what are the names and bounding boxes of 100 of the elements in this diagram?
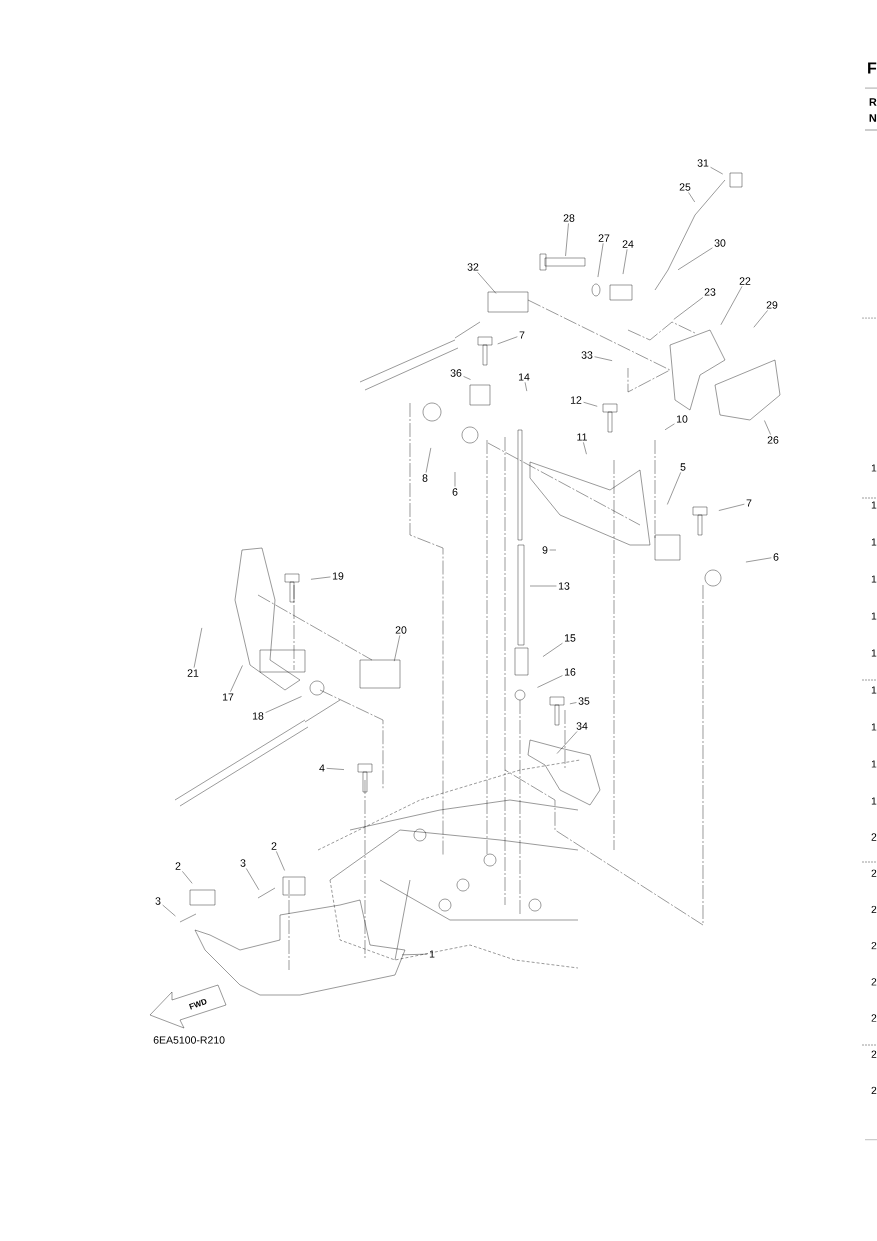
table-cell: 1 [871,501,877,509]
table-cell: 2 [871,1050,877,1058]
callout-number: 15 [564,634,576,642]
table-cell: 2 [871,1086,877,1095]
leader-line [718,503,745,511]
callout-number: 22 [739,277,751,285]
callout-number: 20 [395,626,407,634]
callout-number: 1 [429,950,435,958]
leader-line [542,643,563,657]
leader-line [688,192,695,203]
leader-line [401,953,428,956]
table-cell: 1 [871,538,877,546]
callout-number: 5 [680,463,686,471]
callout-number: 25 [679,183,691,191]
callout-number: 32 [467,263,479,271]
leader-line [276,851,285,871]
table-cell: 1 [871,612,877,620]
table-cell: 1 [871,575,877,583]
leader-line [753,310,768,328]
leader-line [454,471,456,487]
callout-number: 17 [222,693,234,701]
callout-number: 35 [578,697,590,705]
leader-line [565,223,569,257]
leader-line [529,585,557,587]
callout-number: 18 [252,712,264,720]
table-cell: 1 [871,760,877,768]
column-heading: R [869,98,877,106]
leader-line [710,167,723,175]
leader-line [745,557,772,563]
callout-number: 24 [622,240,634,248]
leader-line [326,768,345,770]
table-cell: 1 [871,464,877,472]
leader-line [162,904,176,917]
callout-number: 13 [558,582,570,590]
leader-line [394,635,401,662]
table-cell: 2 [871,869,877,877]
callout-number: 3 [240,859,246,867]
callout-number: 29 [766,301,778,309]
callout-number: 2 [271,842,277,850]
callout-number: 8 [422,474,428,482]
leader-line [673,297,704,320]
callout-number: 10 [676,415,688,423]
callout-number: 27 [598,234,610,242]
table-cell: 1 [871,649,877,657]
leader-line [265,696,302,713]
direction-label: FWD [189,999,207,1010]
leader-line [549,549,557,551]
leader-line [569,702,577,705]
leader-line [583,402,598,407]
heading-text: F [868,62,877,74]
leader-line [477,272,497,294]
table-cell: 2 [871,978,877,986]
callout-number: 7 [746,499,752,507]
callout-number: 30 [714,239,726,247]
callout-number: 12 [570,396,582,404]
leader-line [622,249,628,275]
callout-number: 6 [773,553,779,561]
table-cell: 2 [871,1014,877,1022]
leader-line [664,423,675,430]
leader-line [594,356,613,361]
callout-number: 23 [704,288,716,296]
leader-line [667,472,681,505]
callout-number: 31 [697,159,709,167]
leader-line [556,731,578,754]
callout-number: 16 [564,668,576,676]
callout-number: 36 [450,369,462,377]
callout-number: 6 [452,488,458,496]
leader-line [182,871,193,884]
callout-number: 3 [155,897,161,905]
callout-number: 4 [319,764,325,772]
leader-line [764,420,771,435]
callout-number: 14 [518,373,530,381]
table-cell: 2 [871,905,877,914]
leader-line [463,376,471,380]
leader-line [310,576,331,580]
table-cell: 2 [871,941,877,950]
drawing-number: 6EA5100-R210 [153,1036,225,1044]
callout-number: 21 [187,669,199,677]
table-cell: 2 [871,833,877,841]
leader-line [193,627,203,668]
callout-number: 9 [542,546,548,554]
callout-number: 19 [332,572,344,580]
callout-number: 11 [577,433,587,441]
table-cell: 1 [871,723,877,731]
column-heading: N [869,114,877,122]
leader-line [720,286,743,325]
callout-number: 33 [581,351,593,359]
table-cell: 1 [871,797,877,805]
leader-line [230,665,243,692]
leader-line [537,675,563,688]
leader-line [524,382,528,392]
leader-line [583,442,587,455]
leader-line [497,336,518,345]
table-cell: 1 [871,686,877,694]
callout-number: 2 [175,862,181,870]
leader-line [597,243,604,278]
callout-number: 28 [563,214,575,222]
callout-number: 26 [767,436,779,444]
leader-line [246,868,260,891]
callout-number: 7 [519,331,525,339]
